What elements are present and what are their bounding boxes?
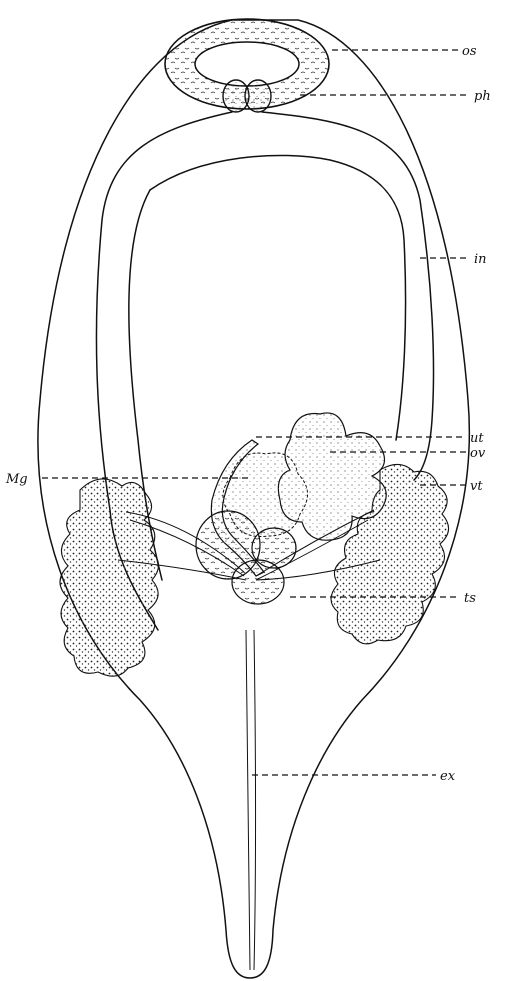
label-ts: ts xyxy=(464,591,476,606)
label-os: os xyxy=(462,44,477,59)
label-ph: ph xyxy=(474,89,491,104)
label-ov: ov xyxy=(470,446,486,461)
intestine-inner-top xyxy=(150,155,406,440)
label-ut: ut xyxy=(470,431,484,446)
label-mg: Mg xyxy=(5,472,28,487)
label-ex: ex xyxy=(440,769,456,784)
excretory-vesicle xyxy=(246,630,256,970)
intestine-outer-right xyxy=(262,112,434,480)
label-in: in xyxy=(474,252,487,267)
vitellaria-left xyxy=(60,479,159,676)
label-vt: vt xyxy=(470,479,483,494)
